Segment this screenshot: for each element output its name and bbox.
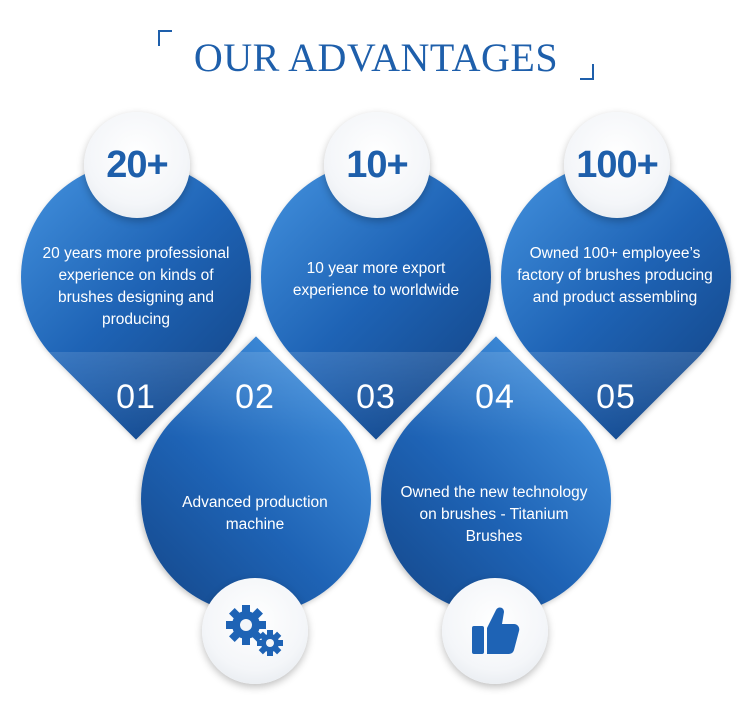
advantage-05-badge: 100+	[564, 112, 670, 218]
advantage-01-badge-value: 20+	[106, 143, 168, 186]
advantage-01-index: 01	[116, 378, 156, 416]
advantage-05-index: 05	[596, 378, 636, 416]
title-corner-bottom-right	[580, 64, 594, 80]
advantage-02-text: Advanced production machine	[182, 494, 328, 533]
advantage-04-badge	[442, 578, 548, 684]
thumbs-up-icon	[472, 607, 520, 654]
advantage-03-badge-value: 10+	[346, 143, 408, 186]
advantage-02-badge	[202, 578, 308, 684]
overlap-band	[0, 352, 750, 438]
advantage-04-index: 04	[475, 378, 515, 416]
title-frame: OUR ADVANTAGES	[158, 30, 594, 80]
advantage-01-text: 20 years more professional experience on…	[42, 245, 230, 328]
advantage-03-text: 10 year more export experience to worldw…	[292, 260, 460, 299]
advantage-02-index: 02	[235, 378, 275, 416]
advantage-04-text: Owned the new technology on brushes - Ti…	[400, 484, 588, 545]
title-corner-top-left	[158, 30, 172, 46]
gears-icon	[226, 605, 283, 656]
advantage-03-badge: 10+	[324, 112, 430, 218]
advantage-05-badge-value: 100+	[576, 143, 659, 186]
page-title: OUR ADVANTAGES	[193, 35, 559, 80]
advantage-01-badge: 20+	[84, 112, 190, 218]
advantage-05-text: Owned 100+ employee’s factory of brushes…	[517, 245, 713, 306]
advantage-03-index: 03	[356, 378, 396, 416]
